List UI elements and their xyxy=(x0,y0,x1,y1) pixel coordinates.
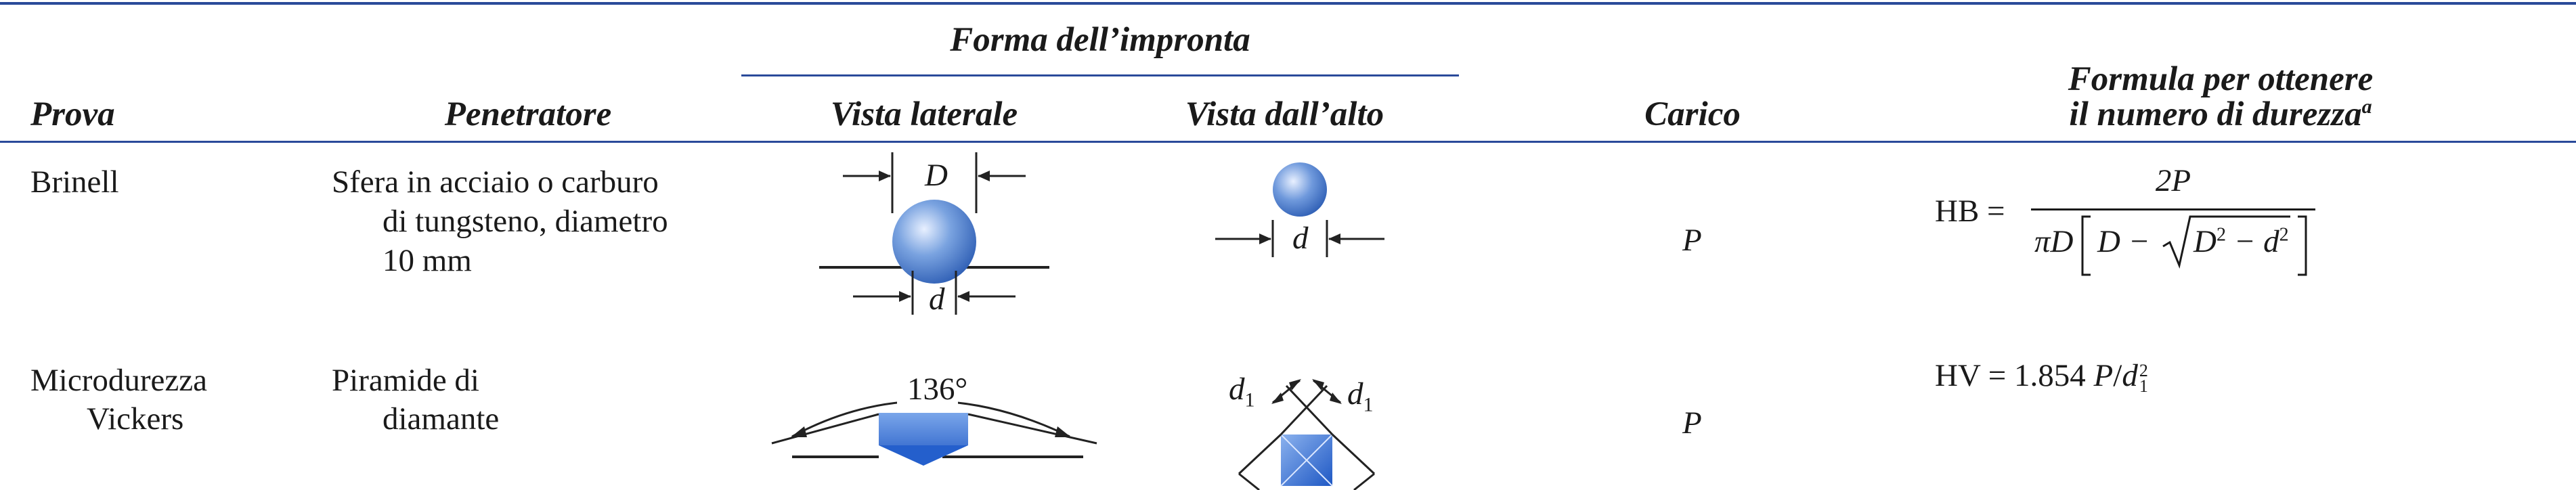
vickers-pyramid-body xyxy=(879,413,968,466)
vickers-d1-right-sub: 1 xyxy=(1363,393,1374,416)
vickers-d1-label-left: d1 xyxy=(1229,371,1255,412)
formula-header-text: il numero di durezza xyxy=(2069,95,2362,133)
vickers-angle-line-left xyxy=(771,413,879,445)
col-header-formula-line1: Formula per ottenere xyxy=(2068,60,2374,98)
brinell-sphere xyxy=(892,200,976,284)
vickers-d1-arrowhead-right-b xyxy=(1312,379,1324,391)
brinell-d-arrowhead-left xyxy=(899,291,911,302)
col-header-penetratore: Penetratore xyxy=(444,95,612,133)
vickers-arc-arrowhead-left xyxy=(791,426,807,437)
brinell-top-d-label: d xyxy=(1292,221,1309,256)
group-rule xyxy=(741,74,1459,76)
vickers-penetratore-line2: diamante xyxy=(383,401,500,437)
vickers-d1-left-d: d xyxy=(1229,372,1245,407)
vickers-formula-sub: 1 xyxy=(2139,376,2148,397)
formula-footnote-mark: a xyxy=(2361,95,2372,118)
vickers-d1-arrowhead-left-b xyxy=(1289,379,1301,391)
brinell-penetratore-line2: di tungsteno, diametro xyxy=(383,204,668,239)
vickers-carico: P xyxy=(1682,405,1702,441)
vickers-ext-cross-1 xyxy=(1280,384,1328,436)
col-header-vista-alto: Vista dall’alto xyxy=(1185,95,1384,133)
vickers-ext-tr xyxy=(1331,433,1376,475)
vickers-ext-tl xyxy=(1238,433,1282,475)
vickers-angle-label-bg xyxy=(897,378,958,405)
brinell-radicand: D2 − d2 xyxy=(2193,223,2289,260)
col-header-carico: Carico xyxy=(1644,95,1741,133)
brinell-side-view xyxy=(819,152,1049,315)
vickers-d1-left-sub: 1 xyxy=(1244,388,1255,411)
vickers-prova-line1: Microdurezza xyxy=(30,363,207,398)
brinell-carico: P xyxy=(1682,223,1702,258)
vickers-formula-P: P xyxy=(2093,358,2114,393)
brinell-prova: Brinell xyxy=(30,164,119,200)
brinell-formula-numerator: 2P xyxy=(2155,163,2191,198)
brinell-d-label: d xyxy=(929,282,945,317)
vickers-pyramid-tip xyxy=(879,445,968,466)
brinell-penetratore-line3: 10 mm xyxy=(383,243,472,278)
brinell-rad-exp-2: 2 xyxy=(2279,224,2289,246)
vickers-formula-d: d xyxy=(2122,358,2138,393)
vickers-formula-sup: 2 xyxy=(2139,360,2148,380)
brinell-formula-lhs: HB = xyxy=(1935,194,2005,229)
brinell-rad-exp-1: 2 xyxy=(2216,224,2226,246)
vickers-d1-label-right: d1 xyxy=(1347,376,1374,417)
vickers-d1-arrowhead-right-a xyxy=(1330,393,1342,404)
brinell-impression xyxy=(1273,162,1327,217)
brinell-den-D-minus: D − xyxy=(2097,224,2150,259)
vickers-ext-bl xyxy=(1238,472,1260,490)
vickers-penetratore-line1: Piramide di xyxy=(332,363,479,398)
brinell-rad-minus-d: − d xyxy=(2233,224,2279,259)
vickers-d1-arrowhead-left-a xyxy=(1271,393,1284,404)
brinell-den-piD: πD xyxy=(2034,224,2074,259)
vickers-top-view xyxy=(1238,379,1376,490)
brinell-top-arrowhead-right xyxy=(1328,233,1340,244)
brinell-D-label: D xyxy=(925,158,948,193)
vickers-ext-cross-2 xyxy=(1285,384,1334,436)
vickers-diag-2 xyxy=(1280,434,1333,487)
vickers-side-view xyxy=(771,378,1097,466)
brinell-D-arrowhead-right xyxy=(978,171,990,181)
brinell-radical-sign xyxy=(2162,215,2290,269)
vickers-formula-slash: / xyxy=(2113,358,2122,393)
vickers-d1-right-d: d xyxy=(1347,376,1363,411)
col-header-formula-line2: il numero di durezzaa xyxy=(1963,95,2478,135)
vickers-arc-arrowhead-right xyxy=(1055,426,1071,437)
vickers-ext-br xyxy=(1353,472,1375,490)
group-header: Forma dell’impronta xyxy=(950,21,1250,59)
vickers-formula-lhs: HV = 1.854 xyxy=(1935,358,2094,393)
brinell-d-arrowhead-right xyxy=(957,291,969,302)
brinell-top-view xyxy=(1215,162,1384,257)
col-header-prova: Prova xyxy=(30,95,115,133)
vickers-prova-line2: Vickers xyxy=(87,401,184,437)
brinell-D-arrowhead-left xyxy=(879,171,891,181)
header-rule xyxy=(0,141,2576,143)
vickers-angle-line-right xyxy=(967,413,1097,445)
brinell-rad-D: D xyxy=(2193,224,2217,259)
brinell-den-bracket-right xyxy=(2298,215,2307,276)
top-rule xyxy=(0,2,2576,5)
brinell-top-arrowhead-left xyxy=(1259,233,1271,244)
brinell-penetratore-line1: Sfera in acciaio o carburo xyxy=(332,164,659,200)
col-header-vista-laterale: Vista laterale xyxy=(830,95,1018,133)
brinell-den-bracket-left xyxy=(2081,215,2091,276)
vickers-angle-label: 136° xyxy=(907,372,968,407)
brinell-fraction-bar xyxy=(2031,208,2315,210)
